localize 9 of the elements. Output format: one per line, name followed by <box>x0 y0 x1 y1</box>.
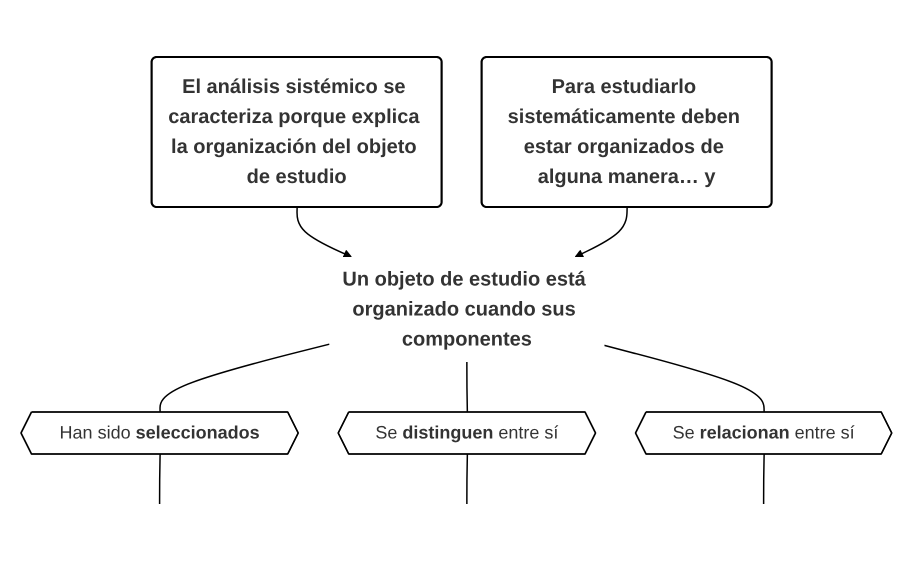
connector <box>158 454 160 504</box>
node-text: Un objeto de estudio está organizado cuando sus componentes <box>342 268 586 350</box>
connector <box>466 362 468 413</box>
arrow <box>574 207 628 258</box>
connector <box>762 454 764 504</box>
connector <box>466 454 468 504</box>
connector <box>604 344 764 413</box>
connector <box>158 343 330 413</box>
arrow <box>296 207 352 258</box>
